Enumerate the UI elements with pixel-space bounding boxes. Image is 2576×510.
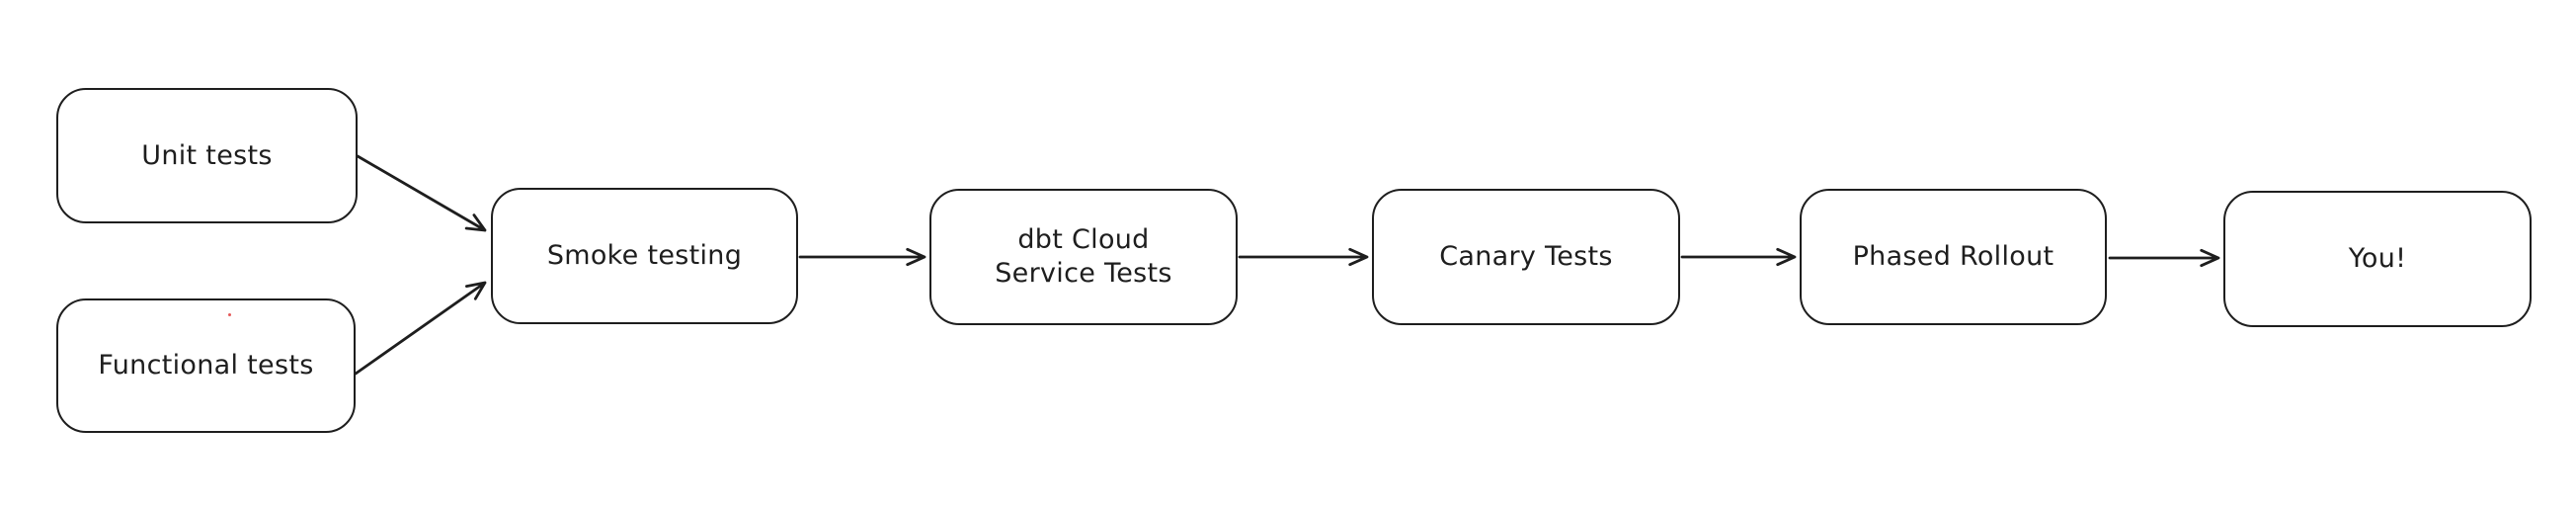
node-unit-tests-label: Unit tests [141, 139, 273, 171]
node-unit-tests: Unit tests [56, 88, 358, 223]
node-dbt-cloud-service-tests-label: dbt Cloud Service Tests [995, 224, 1172, 289]
node-functional-tests-label: Functional tests [98, 350, 314, 381]
arrow-line [354, 281, 487, 376]
node-you: You! [2223, 191, 2532, 327]
edge-smoke-testing-to-dbt-cloud-service-tests [798, 247, 926, 267]
edge-canary-tests-to-phased-rollout [1680, 247, 1797, 267]
node-dbt-cloud-service-tests: dbt Cloud Service Tests [929, 189, 1238, 325]
arrow-line [2108, 248, 2220, 268]
edge-functional-tests-to-smoke-testing [354, 281, 487, 376]
node-smoke-testing: Smoke testing [491, 188, 798, 324]
edge-dbt-cloud-service-tests-to-canary-tests [1238, 247, 1369, 267]
node-phased-rollout-label: Phased Rollout [1852, 241, 2054, 272]
node-smoke-testing-label: Smoke testing [546, 240, 743, 271]
arrow-line [1238, 247, 1369, 267]
edge-unit-tests-to-smoke-testing [356, 154, 487, 232]
node-canary-tests-label: Canary Tests [1439, 241, 1613, 272]
node-canary-tests: Canary Tests [1372, 189, 1680, 325]
node-functional-tests: Functional tests [56, 298, 356, 433]
stray-red-dot [228, 313, 231, 316]
node-you-label: You! [2348, 243, 2407, 274]
arrow-line [356, 154, 487, 232]
arrow-line [798, 247, 926, 267]
node-phased-rollout: Phased Rollout [1800, 189, 2107, 325]
edge-phased-rollout-to-you [2108, 248, 2220, 268]
arrow-line [1680, 247, 1797, 267]
